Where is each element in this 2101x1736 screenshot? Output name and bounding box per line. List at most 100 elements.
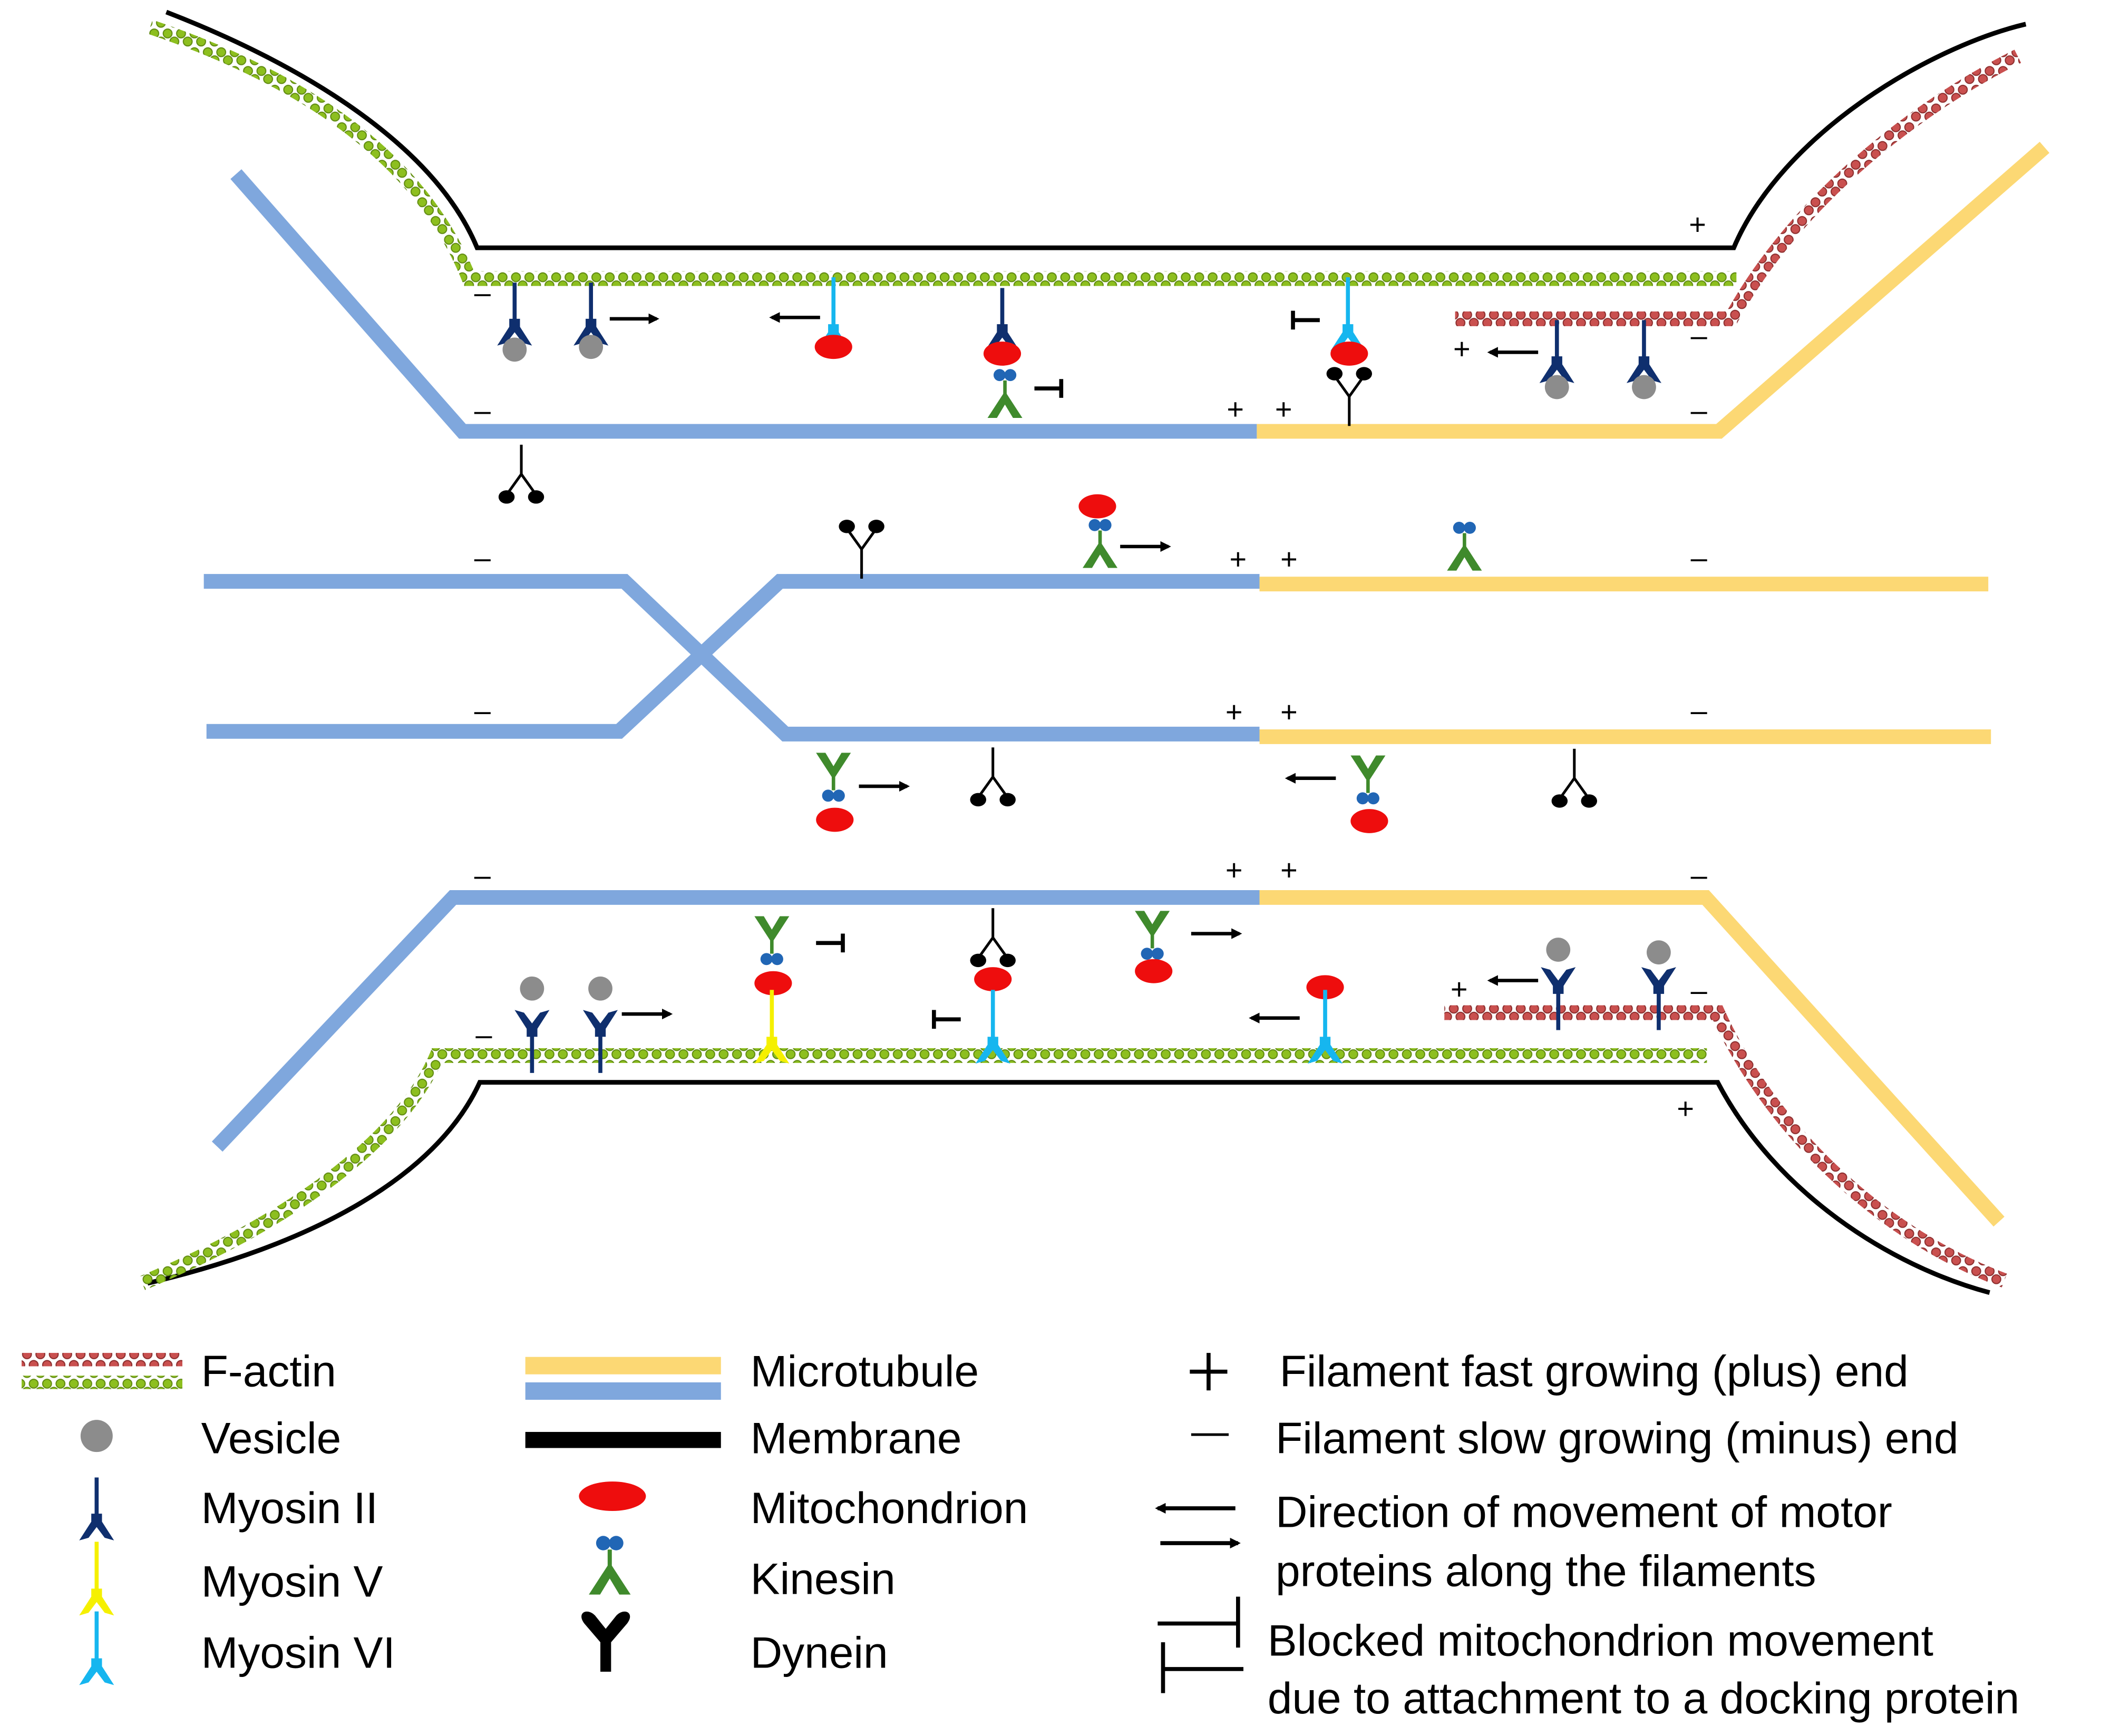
dynein-icon [499, 445, 544, 504]
microtubule-blue-swatch-icon [525, 1382, 721, 1400]
legend-label: proteins along the filaments [1276, 1546, 1816, 1595]
kinesin-icon [987, 369, 1023, 418]
f-actin-bottom-green [139, 1048, 1707, 1290]
legend-label: due to attachment to a docking protein [1268, 1673, 2020, 1723]
legend-label: Membrane [751, 1413, 962, 1463]
mitochondrion-icon [579, 1481, 646, 1511]
minus-sign: – [474, 394, 491, 427]
mitochondrion-icon [983, 342, 1022, 366]
kinesin-icon [1350, 755, 1386, 805]
legend-item-vesicle: Vesicle [80, 1413, 341, 1463]
myosin-ii-icon [497, 282, 532, 346]
legend-item-f-actin: F-actin [22, 1347, 336, 1396]
mitochondrion-icon [1135, 959, 1173, 983]
vesicle-icon [1544, 375, 1569, 399]
legend-item-direction: Direction of movement of motor proteins … [1155, 1487, 1892, 1595]
plus-sign: + [1275, 393, 1292, 426]
microtubules [203, 142, 2050, 1227]
minus-sign: – [1691, 394, 1708, 427]
mitochondrion-icon [1330, 342, 1368, 366]
dynein-icon [970, 747, 1016, 806]
legend-label: Direction of movement of motor [1276, 1487, 1892, 1536]
f-actin-top-red [1455, 50, 2021, 326]
legend-item-dynein: Dynein [581, 1611, 888, 1677]
block-symbols [816, 310, 1320, 1029]
myosin-ii-icon [1539, 320, 1574, 383]
myosin-ii-icon [1641, 967, 1676, 1030]
myosin-vi-icon [79, 1611, 114, 1685]
legend-label: F-actin [201, 1347, 336, 1396]
kinesin-icon [1447, 521, 1482, 571]
direction-arrows [609, 312, 1539, 1023]
microtubule-row1-yellow [1257, 142, 2050, 439]
myosin-ii-icon [514, 1010, 550, 1073]
legend-item-minus-end: Filament slow growing (minus) end [1191, 1413, 1959, 1463]
plus-sign: + [1227, 393, 1244, 426]
microtubule-row1-blue [230, 169, 1257, 439]
microtubule-row3-blue [206, 574, 1260, 739]
legend-item-myosin-vi: Myosin VI [79, 1611, 395, 1685]
block-icon [1158, 1596, 1240, 1648]
mitochondrion-icon [814, 335, 852, 359]
minus-sign: – [1691, 541, 1708, 574]
mitochondrion-icon [974, 967, 1012, 991]
legend-item-blocked: Blocked mitochondrion movement due to at… [1158, 1596, 2020, 1723]
microtubule-row2-blue [203, 574, 1260, 742]
vesicle-icon [520, 976, 544, 1001]
vesicle-icon [80, 1420, 113, 1452]
myosin-v-icon [79, 1542, 114, 1616]
legend-item-myosin-ii: Myosin II [79, 1477, 378, 1540]
legend-label: Myosin V [201, 1557, 383, 1606]
legend-item-mitochondrion: Mitochondrion [579, 1481, 1028, 1533]
minus-sign: – [1691, 694, 1708, 727]
dynein-icon [970, 908, 1016, 967]
plus-sign: + [1453, 332, 1471, 365]
legend-item-microtubule: Microtubule [525, 1347, 979, 1400]
membranes [147, 9, 2027, 1295]
myosin-vi-icon [1330, 277, 1366, 351]
mitochondrion-icon [816, 807, 854, 832]
membrane-top [165, 9, 2027, 250]
block-icon [1034, 379, 1064, 398]
block-icon [932, 1010, 961, 1029]
legend: F-actin Vesicle Myosin II Myosin V Myosi… [22, 1347, 2019, 1723]
plus-sign: + [1451, 972, 1468, 1006]
vesicle-icon [588, 976, 612, 1001]
f-actin-top-green [148, 19, 1737, 286]
f-actin-filaments [139, 19, 2021, 1290]
legend-label: Mitochondrion [751, 1483, 1028, 1533]
kinesin-icon [589, 1536, 631, 1595]
vesicle-icon [502, 337, 527, 362]
legend-label: Filament fast growing (plus) end [1280, 1347, 1909, 1396]
f-actin-bottom-red [1444, 1005, 2007, 1288]
dynein-icon [581, 1611, 630, 1672]
minus-sign: – [1691, 319, 1708, 352]
f-actin-red-swatch-icon [22, 1353, 182, 1367]
minus-sign: – [474, 694, 491, 727]
legend-item-myosin-v: Myosin V [79, 1542, 383, 1616]
minus-sign: – [474, 276, 491, 309]
legend-label: Microtubule [751, 1347, 979, 1396]
membrane-swatch-icon [525, 1432, 721, 1448]
kinesin-icon [754, 916, 790, 965]
plus-sign: + [1280, 695, 1298, 728]
vesicle-icon [1647, 940, 1671, 964]
motors [497, 277, 1676, 1073]
plus-icon [1190, 1353, 1228, 1391]
vesicle-icon [1632, 375, 1656, 399]
kinesin-icon [1083, 519, 1118, 568]
block-icon [1291, 310, 1320, 330]
myosin-ii-icon [1626, 320, 1661, 383]
legend-item-plus-end: Filament fast growing (plus) end [1190, 1347, 1909, 1396]
minus-sign: – [474, 859, 491, 892]
dynein-icon [1327, 367, 1372, 426]
plus-sign: + [1689, 208, 1706, 241]
plus-sign: + [1280, 853, 1298, 886]
block-icon [1161, 1642, 1243, 1693]
legend-label: Dynein [751, 1627, 888, 1677]
f-actin-green-swatch-icon [22, 1376, 182, 1389]
microtubule-yellow-swatch-icon [525, 1357, 721, 1374]
membrane-bottom [147, 1080, 1990, 1295]
